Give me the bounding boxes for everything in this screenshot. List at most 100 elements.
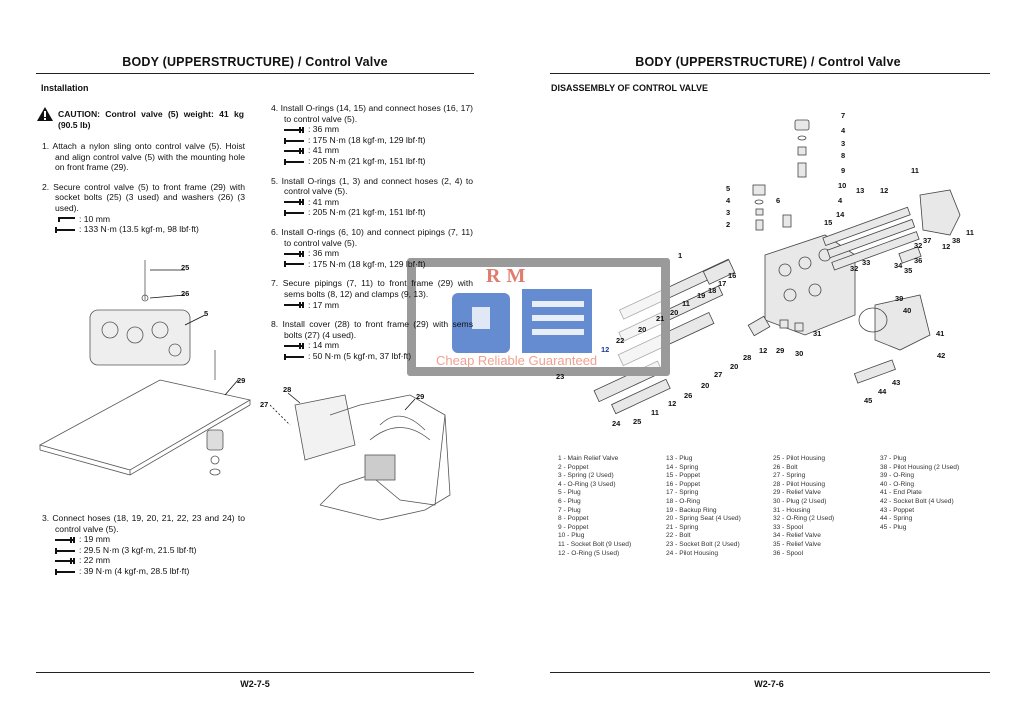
caution-text: CAUTION: Control valve (5) weight: 41 kg…: [58, 109, 244, 130]
callout-12: 12: [942, 242, 951, 251]
spec-value: : 175 N·m (18 kgf·m, 129 lbf·ft): [308, 258, 426, 269]
tool-spec: : 36 mm: [271, 248, 473, 259]
tool-spec: : 39 N·m (4 kgf·m, 28.5 lbf·ft): [42, 566, 245, 577]
callout-39: 39: [895, 294, 904, 303]
parts-list-item: 24 - Pilot Housing: [666, 549, 719, 557]
callout-2: 2: [726, 220, 731, 229]
callout-19: 19: [697, 291, 706, 300]
left-page-title: BODY (UPPERSTRUCTURE) / Control Valve: [122, 55, 388, 69]
callout-27: 27: [714, 370, 723, 379]
install-step: 8. Install cover (28) to front frame (29…: [271, 319, 473, 361]
parts-list-item: 12 - O-Ring (5 Used): [558, 549, 620, 557]
install-step: 5. Install O-rings (1, 3) and connect ho…: [271, 176, 473, 218]
callout-36: 36: [914, 256, 923, 265]
spec-value: : 175 N·m (18 kgf·m, 129 lbf·ft): [308, 134, 426, 145]
parts-list-item: 22 - Bolt: [666, 532, 691, 540]
callout-13: 13: [856, 186, 865, 195]
front-frame-cover-figure: [269, 392, 451, 521]
spec-value: : 41 mm: [308, 145, 340, 156]
section-heading: DISASSEMBLY OF CONTROL VALVE: [551, 83, 709, 93]
callout-20: 20: [670, 308, 679, 317]
parts-list-item: 31 - Housing: [773, 506, 811, 514]
callout-18: 18: [708, 286, 717, 295]
spec-value: : 133 N·m (13.5 kgf·m, 98 lbf·ft): [79, 224, 199, 235]
parts-list-item: 38 - Pilot Housing (2 Used): [880, 463, 960, 471]
control-valve-install-figure: [38, 260, 252, 476]
callout-15: 15: [824, 218, 833, 227]
callout-26: 26: [181, 289, 190, 298]
callout-6: 6: [776, 196, 781, 205]
tool-spec: : 10 mm: [42, 214, 245, 225]
header-divider: [550, 73, 990, 74]
parts-list-item: 6 - Plug: [558, 497, 581, 505]
callout-17: 17: [718, 279, 727, 288]
step-text: 2. Secure control valve (5) to front fra…: [42, 181, 245, 213]
torque-wrench-icon: [284, 158, 306, 165]
callout-26: 26: [684, 391, 693, 400]
callout-25: 25: [633, 417, 642, 426]
callout-40: 40: [903, 306, 912, 315]
spec-value: : 205 N·m (21 kgf·m, 151 lbf·ft): [308, 207, 426, 218]
page-number: W2-7-5: [240, 679, 270, 689]
tool-spec: : 29.5 N·m (3 kgf·m, 21.5 lbf·ft): [42, 545, 245, 556]
parts-list-item: 7 - Plug: [558, 506, 581, 514]
parts-list-item: 26 - Bolt: [773, 463, 798, 471]
callout-25: 25: [181, 263, 190, 272]
callout-10: 10: [838, 181, 847, 190]
section-heading: Installation: [41, 83, 89, 93]
parts-list-item: 2 - Poppet: [558, 463, 589, 471]
parts-list-item: 25 - Pilot Housing: [773, 455, 826, 462]
spec-value: : 205 N·m (21 kgf·m, 151 lbf·ft): [308, 155, 426, 166]
callout-3: 3: [841, 139, 846, 148]
spec-value: : 36 mm: [308, 248, 340, 259]
callout-28: 28: [743, 353, 752, 362]
callout-14: 14: [836, 210, 845, 219]
callout-4: 4: [726, 196, 731, 205]
callout-30: 30: [795, 349, 804, 358]
wrench-icon: [284, 302, 306, 309]
install-step: 3. Connect hoses (18, 19, 20, 21, 22, 23…: [42, 513, 245, 577]
watermark-tagline: Cheap Reliable Guaranteed: [436, 353, 598, 368]
callout-37: 37: [923, 236, 932, 245]
parts-list-item: 11 - Socket Bolt (9 Used): [558, 540, 632, 548]
torque-wrench-icon: [55, 547, 77, 554]
parts-list-item: 5 - Plug: [558, 489, 581, 497]
wrench-icon: [55, 558, 77, 565]
page-number: W2-7-6: [754, 679, 784, 689]
footer-divider: [550, 672, 990, 673]
parts-list-item: 1 - Main Relief Valve: [558, 455, 619, 462]
callout-11: 11: [911, 166, 919, 175]
callout-34: 34: [894, 261, 903, 270]
spec-value: : 17 mm: [308, 299, 340, 310]
parts-list-item: 13 - Plug: [666, 455, 693, 462]
torque-wrench-icon: [55, 226, 77, 233]
callout-11: 11: [651, 408, 659, 417]
callout-22: 22: [616, 336, 625, 345]
parts-list-item: 23 - Socket Bolt (2 Used): [666, 540, 740, 548]
callout-12: 12: [668, 399, 677, 408]
parts-list-item: 8 - Poppet: [558, 515, 589, 523]
tool-spec: : 17 mm: [271, 300, 473, 311]
callout-12: 12: [601, 345, 610, 354]
tool-spec: : 14 mm: [271, 340, 473, 351]
callout-1: 1: [678, 251, 683, 260]
callout-45: 45: [864, 396, 873, 405]
parts-list-item: 37 - Plug: [880, 455, 907, 462]
parts-list-item: 21 - Spring: [666, 523, 699, 531]
callout-33: 33: [862, 258, 871, 267]
steps-column-2: 4. Install O-rings (14, 15) and connect …: [271, 103, 473, 370]
step-text: 6. Install O-rings (6, 10) and connect p…: [271, 226, 473, 248]
parts-list-item: 17 - Spring: [666, 489, 699, 497]
hex-wrench-icon: [55, 216, 77, 223]
parts-list-item: 3 - Spring (2 Used): [558, 472, 614, 480]
spec-value: : 29.5 N·m (3 kgf·m, 21.5 lbf·ft): [79, 544, 197, 555]
step-text: 1. Attach a nylon sling onto control val…: [42, 141, 245, 173]
caution-icon: [37, 107, 53, 121]
parts-list-item: 27 - Spring: [773, 472, 806, 480]
callout-12: 12: [759, 346, 768, 355]
install-step: 4. Install O-rings (14, 15) and connect …: [271, 103, 473, 167]
spec-value: : 22 mm: [79, 555, 111, 566]
